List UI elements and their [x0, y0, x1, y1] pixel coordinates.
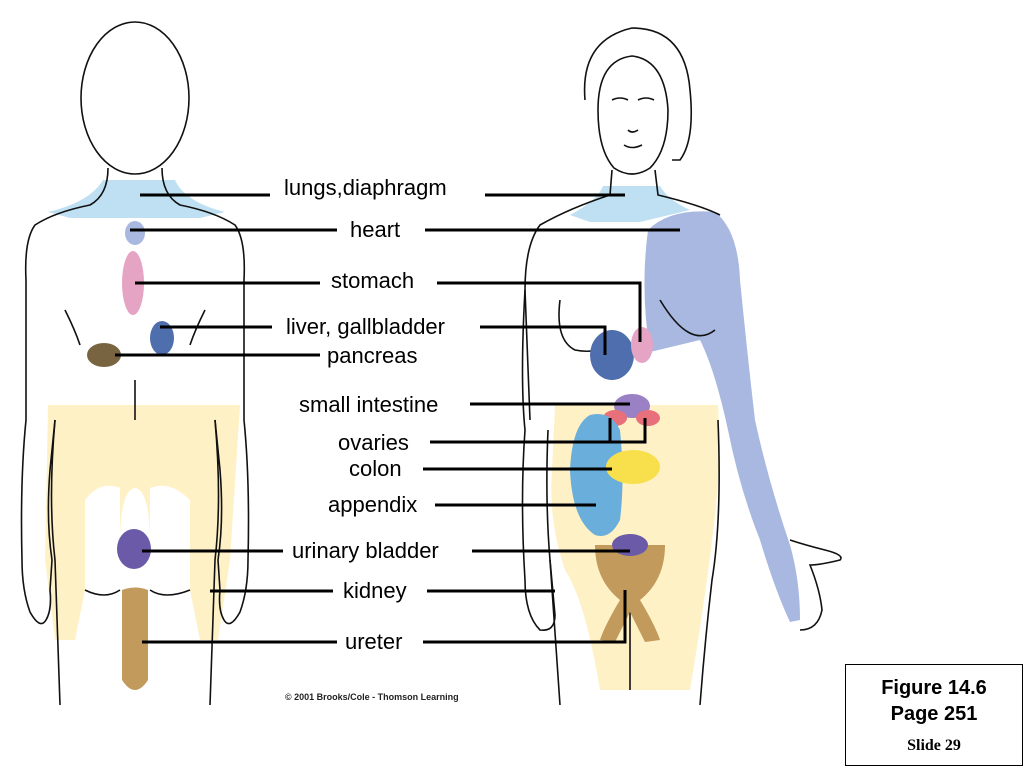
- back-buttocks: [85, 485, 120, 590]
- back-lungs-zone: [48, 180, 225, 218]
- label-ovaries: ovaries: [338, 430, 409, 455]
- front-stomach: [631, 327, 653, 363]
- label-heart: heart: [350, 217, 401, 242]
- label-pancreas: pancreas: [327, 343, 418, 368]
- front-kidney: [595, 545, 665, 642]
- back-liver: [150, 321, 174, 355]
- copyright-notice: © 2001 Brooks/Cole - Thomson Learning: [285, 692, 459, 702]
- page-number: Page 251: [890, 703, 978, 725]
- label-lungs-diaphragm: lungs,diaphragm: [284, 175, 447, 200]
- back-colon-zone: [45, 405, 240, 640]
- label-stomach: stomach: [331, 268, 415, 293]
- back-heart: [125, 221, 145, 245]
- figure-number: Figure 14.6: [881, 677, 987, 699]
- back-view-figure: [20, 21, 250, 706]
- back-ureter: [122, 587, 148, 690]
- label-urinary-bladder: urinary bladder: [292, 538, 439, 563]
- label-ureter: ureter: [345, 629, 403, 654]
- front-colon: [606, 450, 660, 484]
- label-liver-gallbladder: liver, gallbladder: [286, 314, 445, 339]
- front-ovary-right: [636, 410, 660, 426]
- leader-lines: [115, 193, 680, 644]
- figure-caption-box: Figure 14.6 Page 251 Slide 29: [845, 664, 1023, 766]
- back-stomach: [122, 251, 144, 315]
- back-pancreas: [87, 343, 121, 367]
- front-heart-zone: [644, 211, 800, 622]
- back-buttocks-right: [150, 485, 190, 590]
- label-kidney: kidney: [343, 578, 407, 603]
- back-bladder: [117, 529, 151, 569]
- slide-number: Slide 29: [907, 737, 961, 754]
- front-view-figure: [521, 27, 842, 706]
- front-bladder: [612, 534, 648, 556]
- label-small-intestine: small intestine: [299, 392, 439, 417]
- front-liver: [590, 330, 634, 380]
- label-appendix: appendix: [328, 492, 418, 517]
- label-colon: colon: [349, 456, 402, 481]
